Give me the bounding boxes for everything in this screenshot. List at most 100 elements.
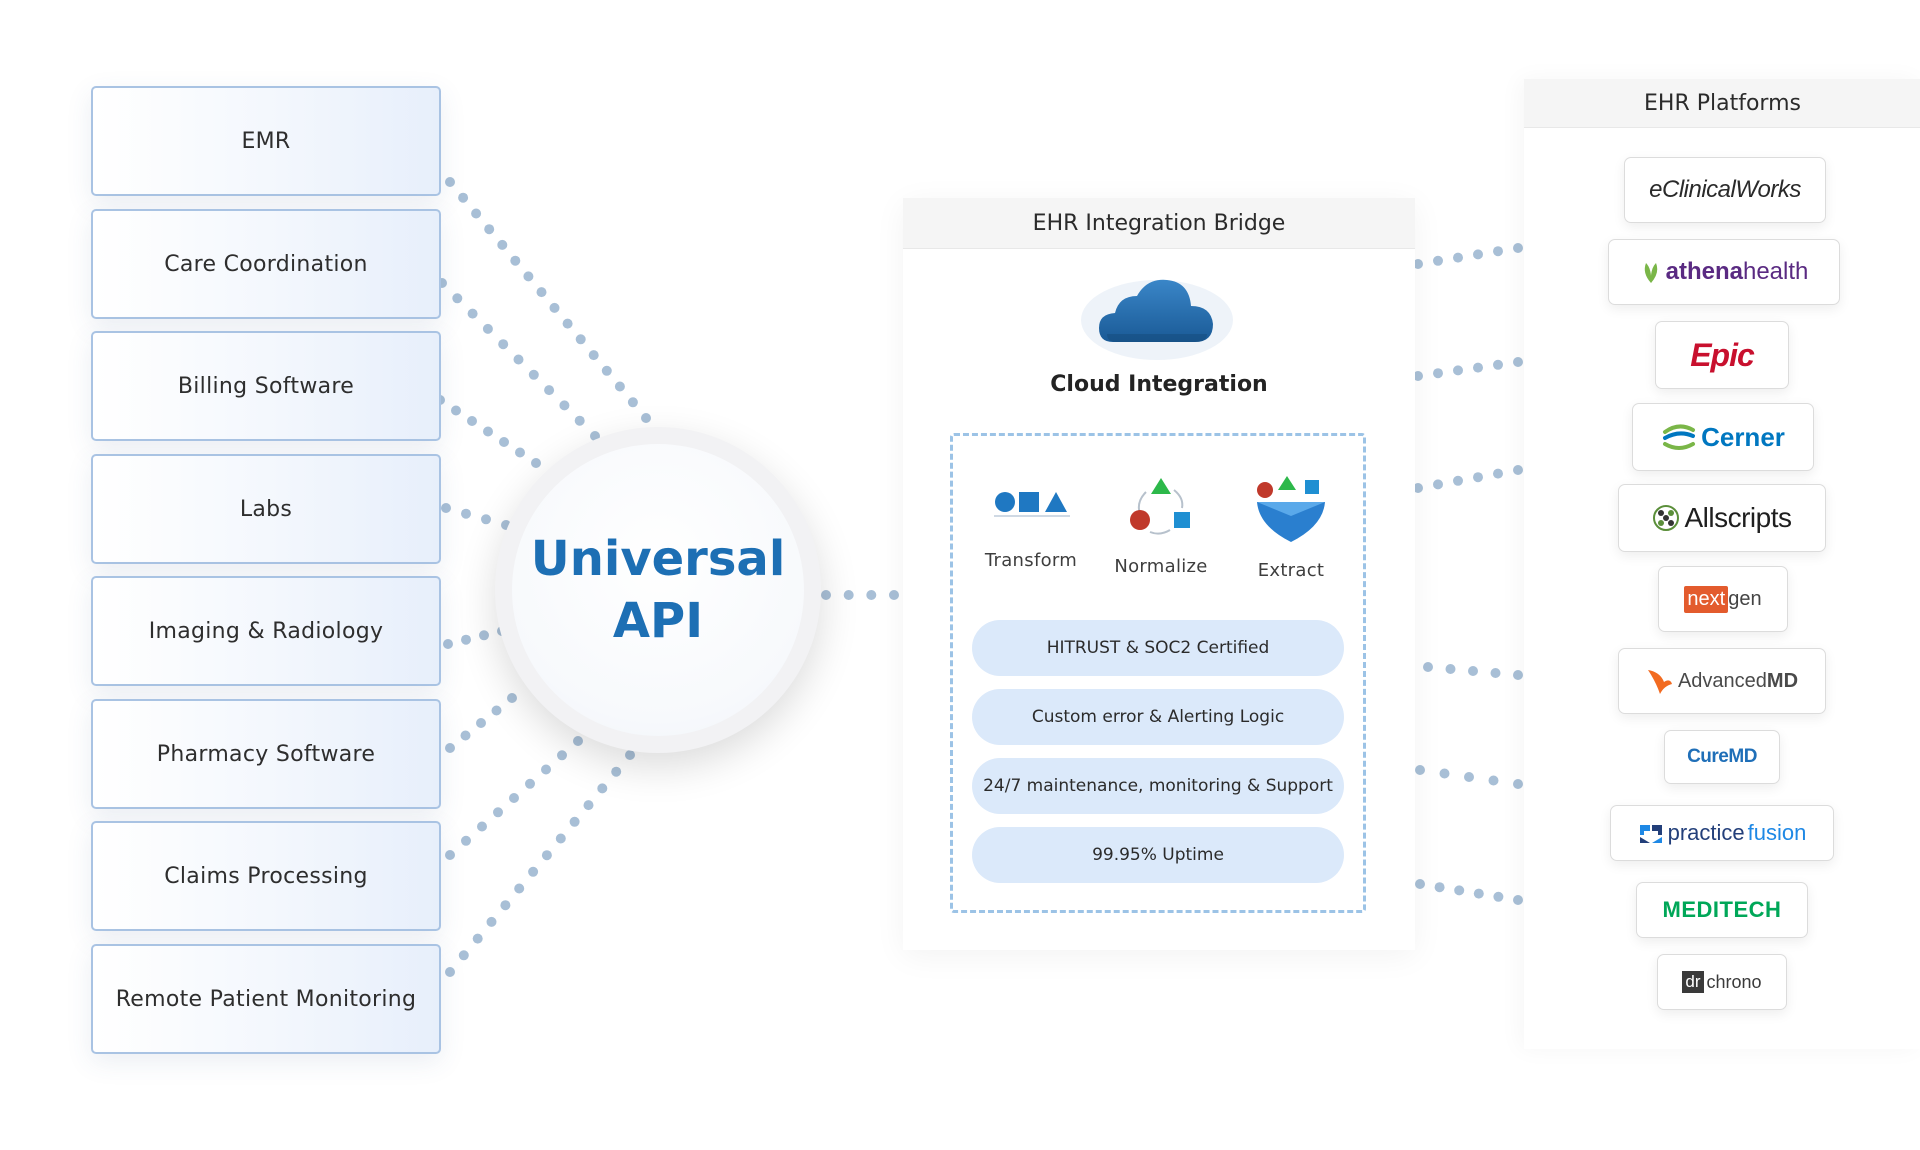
processing-box: Transform Normalize Extract HIT	[950, 433, 1366, 913]
practicefusion-wordmark-a: practice	[1667, 820, 1745, 845]
connector-dot	[458, 192, 469, 203]
universal-api-hub[interactable]: Universal API	[495, 427, 821, 753]
connector-dot	[1434, 882, 1445, 893]
step-label: Extract	[1257, 560, 1325, 581]
connector-dot	[557, 750, 567, 761]
connector-dot	[1493, 891, 1504, 902]
feature-pill-uptime: 99.95% Uptime	[972, 827, 1344, 883]
connector-dot	[510, 255, 521, 266]
app-box-billing-software[interactable]: Billing Software	[91, 331, 441, 441]
connector-dot	[1513, 670, 1523, 680]
connector-dot	[627, 397, 638, 408]
connector-dot	[843, 590, 854, 600]
connector-dot	[1488, 775, 1499, 786]
connector-dot	[562, 318, 573, 329]
logo-epic[interactable]: Epic	[1655, 321, 1789, 389]
connector-dot	[574, 415, 585, 426]
logo-eclinicalworks[interactable]: eClinicalWorks	[1624, 157, 1826, 223]
app-box-emr[interactable]: EMR	[91, 86, 441, 196]
cerner-wordmark: Cerner	[1701, 421, 1785, 452]
feature-label: 24/7 maintenance, monitoring & Support	[983, 776, 1333, 796]
connector-dot	[476, 718, 486, 728]
practicefusion-wordmark-b: fusion	[1747, 820, 1807, 845]
step-transform: Transform	[966, 474, 1096, 571]
connector-dot	[588, 350, 599, 361]
connector-dot	[1445, 664, 1456, 674]
connector-dot	[555, 833, 566, 844]
connector-dot	[514, 883, 525, 894]
connector-dot	[614, 381, 625, 392]
connector-dot	[528, 866, 539, 877]
connector-dot	[641, 413, 651, 423]
drchrono-wordmark-a: dr	[1682, 971, 1704, 993]
connector-dot	[467, 416, 477, 426]
app-box-labs[interactable]: Labs	[91, 454, 441, 564]
connector-dot	[549, 302, 560, 313]
connector-dot	[498, 339, 509, 350]
step-label: Transform	[984, 550, 1078, 571]
connector-dot	[1433, 255, 1443, 266]
connector-dot	[493, 807, 503, 818]
connector-dot	[499, 437, 509, 447]
connector-dot	[445, 177, 455, 187]
app-box-pharmacy-software[interactable]: Pharmacy Software	[91, 699, 441, 809]
connector-dot	[575, 334, 586, 345]
connector-dot	[1415, 765, 1425, 775]
app-box-remote-patient-monitoring[interactable]: Remote Patient Monitoring	[91, 944, 441, 1054]
logo-meditech[interactable]: MEDITECH	[1636, 882, 1808, 938]
meditech-wordmark: MEDITECH	[1662, 897, 1782, 922]
connector-dot	[544, 385, 555, 396]
connector-dot	[497, 239, 508, 250]
connector-dot	[1413, 483, 1423, 493]
feature-label: HITRUST & SOC2 Certified	[1046, 638, 1270, 658]
connector-dot	[460, 730, 471, 741]
curemd-wordmark: CureMD	[1687, 746, 1757, 767]
cerner-swoosh-icon	[1663, 424, 1696, 450]
nextgen-wordmark-a: next	[1684, 585, 1729, 613]
connector-dot	[461, 835, 471, 846]
connector-dot	[1490, 668, 1501, 678]
app-box-care-coordination[interactable]: Care Coordination	[91, 209, 441, 319]
cloud-integration-label: Cloud Integration	[1050, 372, 1268, 397]
logo-practicefusion[interactable]: practice fusion	[1610, 805, 1834, 861]
connector-dot	[573, 736, 583, 746]
connector-dot	[1513, 465, 1523, 475]
connector-dot	[625, 750, 635, 760]
connector-dot	[461, 508, 471, 519]
app-box-claims-processing[interactable]: Claims Processing	[91, 821, 441, 931]
app-label: Labs	[239, 496, 293, 522]
connector-dot	[1468, 666, 1478, 676]
athena-wordmark-b: health	[1742, 258, 1809, 285]
eclinicalworks-wordmark: eClinicalWorks	[1649, 176, 1801, 203]
connector-dot	[509, 793, 519, 803]
extract-icon	[1257, 476, 1325, 542]
connector-dot	[1413, 371, 1423, 381]
connector-dot	[441, 503, 451, 513]
step-normalize: Normalize	[1096, 474, 1226, 577]
connector-dot	[513, 354, 524, 365]
app-box-imaging-radiology[interactable]: Imaging & Radiology	[91, 576, 441, 686]
connector-dot	[531, 458, 541, 468]
logo-cerner[interactable]: Cerner	[1632, 403, 1814, 471]
advancedmd-wordmark-a: Advanced	[1677, 669, 1767, 692]
logo-allscripts[interactable]: Allscripts	[1618, 484, 1826, 552]
epic-wordmark: Epic	[1690, 336, 1755, 373]
connector-dot	[1453, 475, 1463, 486]
allscripts-wordmark: Allscripts	[1684, 502, 1792, 533]
connector-dot	[1513, 243, 1523, 253]
logo-curemd[interactable]: CureMD	[1664, 730, 1780, 784]
connector-dot	[1433, 479, 1443, 490]
connector-dot	[500, 900, 511, 911]
app-label: Care Coordination	[164, 251, 368, 277]
connector-dot	[1473, 472, 1483, 483]
drchrono-wordmark-b: chrono	[1706, 971, 1762, 992]
connector-dot	[486, 916, 497, 927]
api-title-line2: API	[612, 593, 704, 649]
connector-dot	[569, 816, 580, 827]
feature-label: 99.95% Uptime	[1092, 845, 1224, 865]
connector-dot	[445, 967, 455, 977]
